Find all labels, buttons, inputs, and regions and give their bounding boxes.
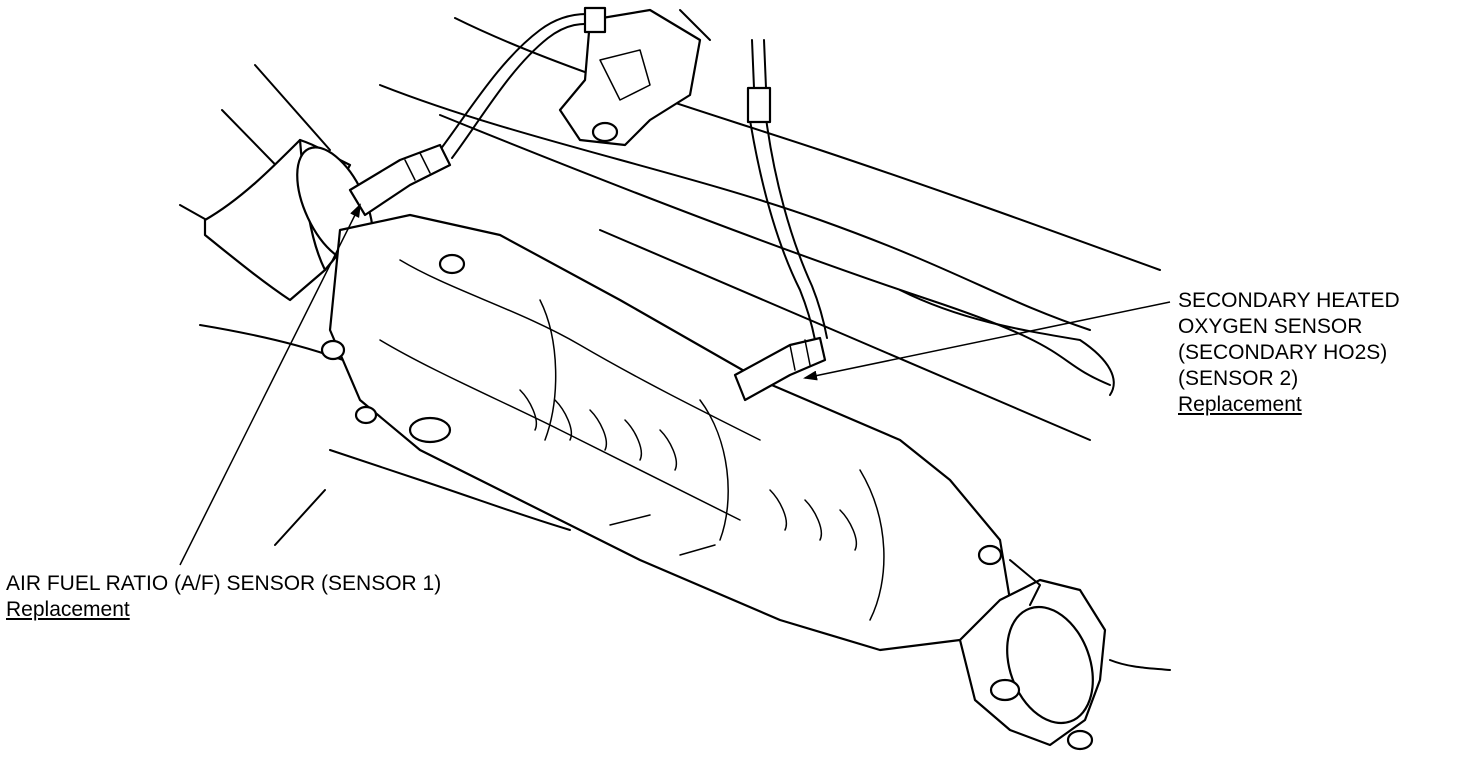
- mounting-bracket: [558, 8, 711, 147]
- ho2s-title-line-1: SECONDARY HEATED: [1178, 289, 1400, 312]
- vehicle-floor-lines: [179, 17, 1171, 671]
- rear-exhaust-flange: [958, 559, 1107, 751]
- ho2s-title-line-4: (SENSOR 2): [1178, 367, 1299, 390]
- secondary-ho2s-sensor: [733, 39, 828, 402]
- af-sensor-replacement-link[interactable]: Replacement: [6, 598, 130, 621]
- af-sensor-callout: AIR FUEL RATIO (A/F) SENSOR (SENSOR 1) R…: [6, 571, 441, 623]
- ho2s-replacement-link[interactable]: Replacement: [1178, 393, 1302, 416]
- secondary-ho2s-callout: SECONDARY HEATED OXYGEN SENSOR (SECONDAR…: [1178, 288, 1400, 418]
- ho2s-title-line-2: OXYGEN SENSOR: [1178, 315, 1363, 338]
- catalytic-converter: [320, 213, 1012, 652]
- af-sensor: [348, 6, 607, 217]
- ho2s-title-line-3: (SECONDARY HO2S): [1178, 341, 1388, 364]
- af-sensor-leader-line: [179, 203, 361, 566]
- af-sensor-title: AIR FUEL RATIO (A/F) SENSOR (SENSOR 1): [6, 572, 442, 595]
- ho2s-leader-line: [803, 301, 1171, 381]
